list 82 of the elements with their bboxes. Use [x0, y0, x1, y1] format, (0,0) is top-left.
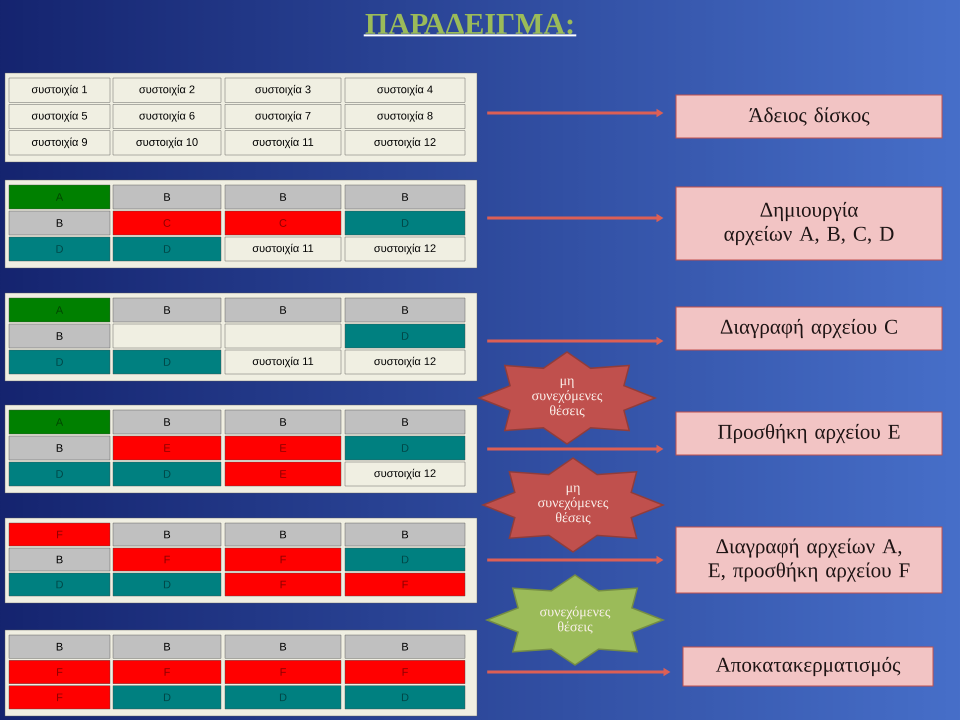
- table-cell: συστοιχία 4: [344, 78, 466, 103]
- table-cell: συστοιχία 10: [112, 130, 222, 156]
- table-cell: συστοιχία 1: [8, 78, 110, 103]
- table-cell: B: [224, 298, 342, 322]
- table-cell: συστοιχία 2: [112, 78, 222, 103]
- table-cell: B: [8, 210, 110, 236]
- table-cell: A: [8, 410, 110, 434]
- title: ΠΑΡΑΔΕΙΓΜΑ:: [364, 14, 576, 36]
- table-cell: E: [224, 436, 342, 460]
- table-cell: D: [224, 685, 342, 710]
- table-cell: F: [8, 660, 110, 684]
- table-cell: συστοιχία 3: [224, 78, 342, 103]
- result-box: Αποκατακερματισμός: [682, 646, 934, 686]
- table-cell: συστοιχία 5: [8, 104, 110, 129]
- table-cell: συστοιχία 12: [344, 350, 466, 374]
- table-cell: B: [112, 634, 222, 659]
- table-cell: B: [8, 548, 110, 572]
- table-cell: D: [8, 236, 110, 262]
- table-cell: D: [8, 572, 110, 596]
- table-cell: D: [112, 462, 222, 486]
- table-cell: F: [224, 660, 342, 684]
- star-badge: συνεχόμενες θέσεις: [484, 574, 666, 666]
- table-cell: B: [8, 324, 110, 348]
- table-cell: συστοιχία 12: [344, 130, 466, 156]
- table-cell: F: [224, 572, 342, 596]
- table-cell: D: [344, 685, 466, 710]
- table-cell: B: [8, 436, 110, 460]
- table-cell: [112, 324, 222, 348]
- table-cell: B: [8, 634, 110, 659]
- table-cell: F: [112, 548, 222, 572]
- table-cell: D: [112, 572, 222, 596]
- table-cell: D: [112, 685, 222, 710]
- table-cell: C: [224, 210, 342, 236]
- table-cell: [224, 324, 342, 348]
- table-cell: D: [8, 462, 110, 486]
- table-cell: B: [224, 410, 342, 434]
- table-cell: D: [112, 350, 222, 374]
- table-cell: συστοιχία 11: [224, 236, 342, 262]
- table-cell: B: [344, 410, 466, 434]
- result-box: Διαγραφή αρχείου C: [676, 306, 943, 350]
- table-cell: D: [344, 548, 466, 572]
- table-cell: F: [344, 572, 466, 596]
- table-cell: F: [224, 548, 342, 572]
- table-cell: B: [112, 298, 222, 322]
- table-cell: D: [8, 350, 110, 374]
- table-cell: C: [112, 210, 222, 236]
- table-cell: E: [224, 462, 342, 486]
- table-cell: A: [8, 298, 110, 322]
- table-cell: F: [112, 660, 222, 684]
- result-box: Διαγραφή αρχείων A, E, προσθήκη αρχείου F: [676, 526, 943, 594]
- table-cell: B: [224, 184, 342, 210]
- table-cell: D: [112, 236, 222, 262]
- table-cell: B: [344, 522, 466, 546]
- table-cell: συστοιχία 6: [112, 104, 222, 129]
- table-cell: D: [344, 436, 466, 460]
- table-cell: B: [112, 522, 222, 546]
- table-cell: B: [344, 298, 466, 322]
- result-box: Προσθήκη αρχείου E: [676, 412, 943, 456]
- table-cell: B: [112, 184, 222, 210]
- table-cell: B: [344, 184, 466, 210]
- table-cell: συστοιχία 7: [224, 104, 342, 129]
- table-cell: συστοιχία 12: [344, 462, 466, 486]
- table-cell: E: [112, 436, 222, 460]
- table-cell: συστοιχία 8: [344, 104, 466, 129]
- table-cell: συστοιχία 9: [8, 130, 110, 156]
- result-box: Άδειος δίσκος: [676, 94, 943, 138]
- table-cell: F: [8, 685, 110, 710]
- table-cell: F: [344, 660, 466, 684]
- table-cell: F: [8, 522, 110, 546]
- table-cell: D: [344, 210, 466, 236]
- table-cell: B: [112, 410, 222, 434]
- table-cell: B: [224, 634, 342, 659]
- table-cell: B: [224, 522, 342, 546]
- table-cell: D: [344, 324, 466, 348]
- star-badge: μη συνεχόμενες θέσεις: [476, 351, 658, 445]
- table-cell: συστοιχία 11: [224, 350, 342, 374]
- table-cell: A: [8, 184, 110, 210]
- star-badge: μη συνεχόμενες θέσεις: [480, 457, 666, 553]
- table-cell: συστοιχία 11: [224, 130, 342, 156]
- table-cell: B: [344, 634, 466, 659]
- result-box: Δημιουργία αρχείων A, B, C, D: [676, 186, 943, 260]
- table-cell: συστοιχία 12: [344, 236, 466, 262]
